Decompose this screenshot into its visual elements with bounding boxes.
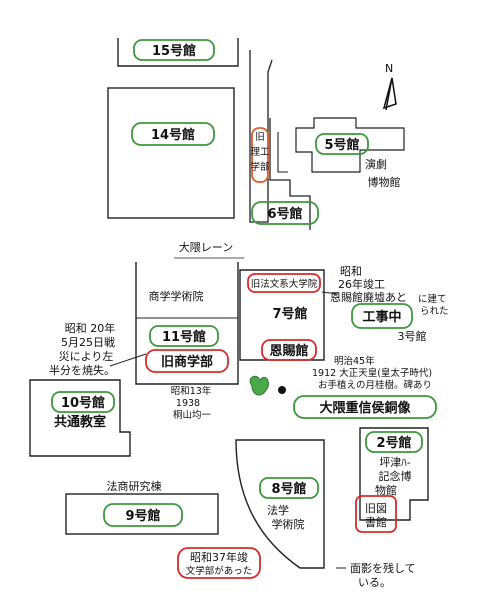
fire-note-line-4: 半分を焼失。 bbox=[49, 363, 115, 377]
engineering-line-1: 旧 bbox=[255, 132, 265, 143]
construction-note-line-2: 26年竣工 bbox=[338, 277, 385, 291]
old-commerce-label: 旧商学部 bbox=[161, 354, 213, 370]
building-14-label: 14号館 bbox=[151, 127, 195, 143]
built-1962-line-2: 文学部があった bbox=[186, 565, 253, 577]
statue-point-icon bbox=[278, 386, 286, 394]
theatre-museum-line-2: 博物館 bbox=[368, 175, 401, 189]
shadow-note-line-2: いる。 bbox=[358, 576, 391, 589]
shadow-note: 面影を残して いる。 bbox=[336, 561, 416, 589]
statue-note-line-3: お手植えの月桂樹。碑あり bbox=[318, 379, 432, 391]
theatre-museum-line-1: 演劇 bbox=[365, 157, 387, 171]
engineering-line-3: 学部 bbox=[250, 161, 269, 173]
construction-note-line-1: 昭和 bbox=[340, 265, 362, 278]
construction-site: 昭和 26年竣工 恩賜館廃墟あと に建て られた 工事中 3号館 bbox=[330, 265, 449, 343]
laurel-tree-icon bbox=[249, 375, 269, 396]
fire-note-line-3: 災により左 bbox=[59, 350, 114, 363]
commerce-grad-label: 商学学術院 bbox=[149, 289, 204, 303]
okuma-statue[interactable]: 明治45年 1912 大正天皇(皇太子時代) お手植えの月桂樹。碑あり 大隈重信… bbox=[249, 355, 437, 419]
building-3-label: 3号館 bbox=[398, 329, 427, 343]
tsubouchi-line-1: 坪津ﾊ- bbox=[379, 456, 410, 469]
building-15[interactable]: 15号館 bbox=[117, 38, 239, 67]
building-15-label: 15号館 bbox=[152, 43, 196, 59]
building-10-label: 10号館 bbox=[61, 395, 105, 411]
year-1938-line-3: 桐山均一 bbox=[173, 409, 212, 421]
building-8[interactable]: 8号館 法学 学術院 bbox=[235, 439, 325, 569]
building-5[interactable]: 5号館 演劇 博物館 bbox=[295, 117, 405, 189]
building-7[interactable]: 旧法文系大学院 7号館 恩賜館 bbox=[239, 269, 325, 361]
statue-note-line-2: 1912 大正天皇(皇太子時代) bbox=[312, 367, 432, 379]
law-school-line-2: 学術院 bbox=[272, 517, 305, 531]
tsubouchi-line-2: 記念博 bbox=[379, 469, 412, 483]
okuma-lane-label: 大隈レーン bbox=[179, 240, 233, 254]
old-library-line-2: 書館 bbox=[365, 515, 387, 529]
fire-note-line-1: 昭和 20年 bbox=[65, 321, 116, 335]
construction-label: 工事中 bbox=[362, 309, 401, 325]
building-10[interactable]: 10号館 共通教室 bbox=[29, 379, 131, 457]
building-5-label: 5号館 bbox=[324, 137, 359, 153]
old-engineering-marker bbox=[251, 127, 269, 183]
built-1962-note: 昭和37年竣 文学部があった bbox=[177, 547, 261, 579]
building-7-label: 7号館 bbox=[272, 306, 307, 322]
shadow-note-line-1: 面影を残して bbox=[350, 561, 416, 575]
old-library-line-1: 旧図 bbox=[365, 502, 387, 515]
construction-note-right-1: に建て bbox=[418, 293, 447, 305]
tsubouchi-line-3: 物館 bbox=[375, 483, 397, 497]
building-6-label: 6号館 bbox=[267, 206, 302, 222]
north-arrow-icon bbox=[382, 77, 397, 110]
year-1938-line-1: 昭和13年 bbox=[171, 385, 212, 397]
law-research-label: 法商研究棟 bbox=[107, 479, 162, 493]
statue-note-line-1: 明治45年 bbox=[334, 355, 375, 367]
construction-note-line-3: 恩賜館廃墟あと bbox=[330, 290, 407, 304]
engineering-line-2: 理工 bbox=[250, 147, 270, 158]
building-9-label: 9号館 bbox=[125, 508, 160, 524]
fire-note: 昭和 20年 5月25日戦 災により左 半分を焼失。 bbox=[49, 321, 115, 377]
construction-note-right-2: られた bbox=[420, 306, 449, 317]
built-1962-line-1: 昭和37年竣 bbox=[190, 550, 248, 564]
law-old-building-label: 旧法文系大学院 bbox=[251, 278, 318, 290]
statue-label: 大隈重信侯銅像 bbox=[319, 400, 411, 416]
building-8-label: 8号館 bbox=[271, 481, 306, 497]
building-9[interactable]: 法商研究棟 9号館 bbox=[65, 479, 219, 535]
north-label: N bbox=[385, 62, 393, 75]
building-2[interactable]: 2号館 坪津ﾊ- 記念博 物館 旧図 書館 bbox=[355, 427, 429, 533]
onshikan-label: 恩賜館 bbox=[269, 343, 308, 359]
compass: N bbox=[382, 62, 397, 111]
building-2-label: 2号館 bbox=[376, 435, 411, 451]
law-school-line-1: 法学 bbox=[267, 503, 289, 517]
building-11-label: 11号館 bbox=[162, 329, 206, 345]
building-14[interactable]: 14号館 bbox=[107, 87, 235, 219]
year-1938-line-2: 1938 bbox=[176, 398, 200, 409]
building-10-sub: 共通教室 bbox=[54, 414, 106, 430]
fire-note-line-2: 5月25日戦 bbox=[61, 336, 115, 349]
building-11[interactable]: 商学学術院 11号館 旧商学部 昭和13年 1938 桐山均一 bbox=[135, 262, 239, 421]
building-6[interactable]: 6号館 bbox=[251, 201, 319, 225]
